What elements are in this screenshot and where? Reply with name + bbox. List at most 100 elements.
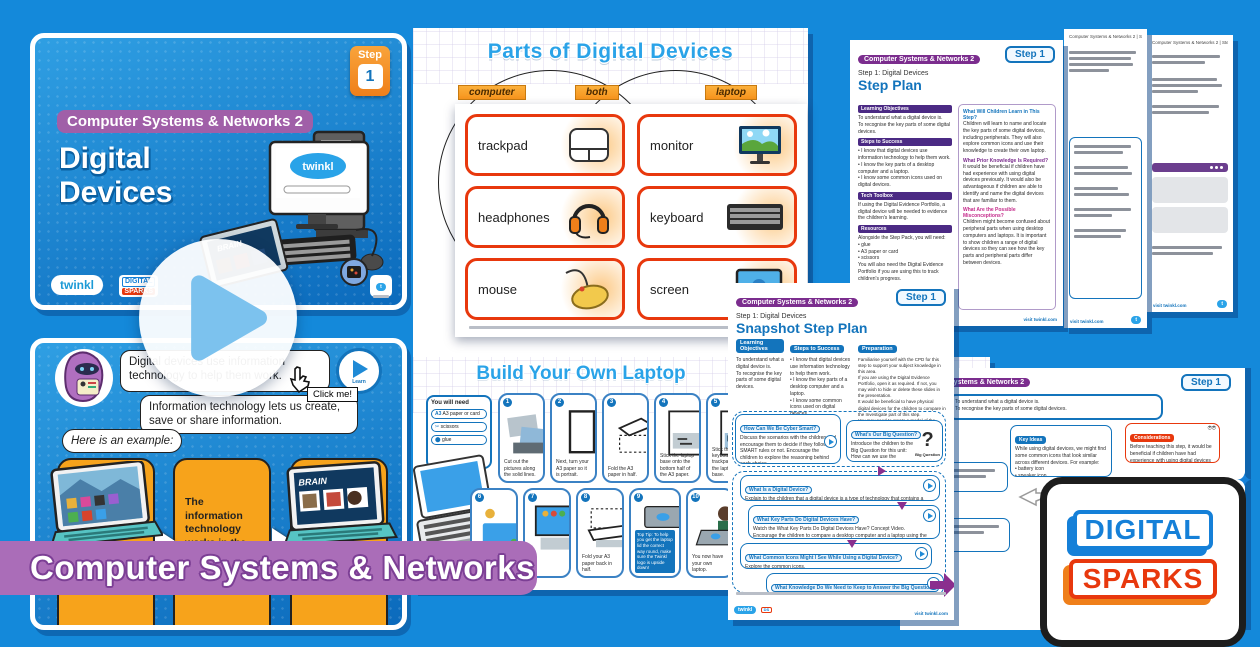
card-keyboard-label: keyboard [650, 209, 704, 225]
doc-subtitle: Step 1: Digital Devices [736, 313, 807, 320]
build-sheet-title: Build Your Own Laptop [476, 363, 686, 384]
step-1-ribbon: Step 1 [350, 46, 390, 96]
doc-title: Snapshot Step Plan [736, 320, 868, 336]
circuit-pattern [413, 28, 808, 84]
play-icon [191, 275, 267, 361]
build-step-card: 9 Stick the laptop lid onto the top of y… [629, 488, 681, 578]
step-plan-right-column: What Will Children Learn in This Step? C… [958, 104, 1056, 310]
binoculars-icon: ⌾⌾ [1207, 425, 1216, 432]
flow-arrow [897, 502, 907, 510]
flow-big-question: What's Our Big Question? Introduce the c… [846, 420, 943, 462]
scissors-icon: ✂ [435, 424, 440, 430]
card-keyboard[interactable]: keyboard [637, 186, 797, 248]
step-plan-page-1: Computer Systems & Networks 2 Step 1 Ste… [850, 40, 1063, 326]
doc-subtitle: Step 1: Digital Devices [858, 70, 929, 77]
visit-link[interactable]: visit twinkl.com [914, 611, 948, 616]
build-step-card: 2 Next, turn your A3 paper so it is port… [550, 393, 597, 483]
step-plan-page-2: Computer Systems & Networks 2 | Step 1: … [1064, 29, 1147, 328]
step-1-badge: Step 1 [1004, 46, 1055, 63]
tablet-home-illustration [49, 461, 163, 547]
venn-label-both: both [575, 85, 619, 100]
note-box [1152, 207, 1228, 233]
unit-badge: Computer Systems & Networks 2 [736, 298, 859, 307]
tablet-app-illustration: BRAIN [283, 461, 398, 546]
visit-link[interactable]: visit twinkl.com [1070, 319, 1104, 324]
venn-label-computer: computer [458, 85, 526, 100]
step-ribbon-label: Step [358, 49, 382, 61]
sorting-cards-panel: trackpad monitor headphones keyboard [455, 104, 807, 337]
unit-badge: Computer Systems & Networks 2 [858, 55, 981, 64]
flow-arrow [878, 466, 886, 476]
build-step-card: 3 Fold the A3 paper in half. [602, 393, 649, 483]
build-step-card: 7 [523, 488, 571, 578]
step-ribbon-number: 1 [357, 64, 383, 89]
snapshot-footnote [736, 592, 946, 595]
twinkl-logo-small: twinkl [734, 606, 757, 614]
snapshot-col-steps: Steps to Success • I know that digital d… [790, 345, 851, 417]
flow-arrow [847, 540, 857, 548]
learn-icon[interactable]: Learn [336, 348, 382, 394]
speech-bubble-2: Information technology lets us create, s… [140, 395, 358, 434]
card-trackpad[interactable]: trackpad [465, 114, 625, 176]
objectives-box: To understand what a digital device is. … [948, 394, 1163, 420]
banner-title: Computer Systems & Networks [30, 549, 535, 586]
speech-bubble-3: Here is an example: [62, 429, 183, 454]
resource-banner: Computer Systems & Networks [0, 541, 537, 595]
step-1-badge: Step 1 [1180, 374, 1231, 391]
flow-key-parts: What Key Parts Do Digital Devices Have? … [748, 505, 940, 539]
flow-row-1-wrap [732, 411, 946, 467]
smartwatch [340, 258, 368, 286]
card-screen-label: screen [650, 281, 690, 297]
flow-knowledge: What Knowledge Do We Need to Keep to Ans… [766, 573, 944, 595]
card-mouse[interactable]: mouse [465, 258, 625, 320]
card-monitor[interactable]: monitor [637, 114, 797, 176]
twinkl-logo: twinkl [51, 275, 104, 295]
keyboard-icon [727, 204, 783, 230]
svg-text:twinkl: twinkl [302, 161, 333, 173]
sparks-logo-digital: DIGITAL [1072, 510, 1214, 550]
mouse-icon [565, 269, 609, 310]
cyber-smart-icon [824, 435, 837, 448]
key-ideas-box: Key Ideas While using digital devices, w… [1010, 425, 1112, 477]
card-headphones[interactable]: headphones [465, 186, 625, 248]
digital-sparks-card: DIGITAL ✦ SPARKS [1040, 470, 1253, 647]
visit-link[interactable]: visit twinkl.com [1023, 317, 1057, 322]
flow-cyber-smart: How Can We Be Cyber Smart? Discuss the s… [735, 414, 841, 464]
card-trackpad-label: trackpad [478, 137, 528, 153]
doc-title: Step Plan [858, 77, 922, 93]
snapshot-step-plan: Computer Systems & Networks 2 Step 1 Ste… [728, 283, 954, 620]
step-1-badge: Step 1 [895, 289, 946, 306]
snapshot-col-objectives: Learning Objectives To understand what a… [736, 339, 784, 390]
step-plan-page-3: Computer Systems & Networks 2 | Step 1: … [1147, 35, 1233, 312]
monitor-icon [739, 126, 781, 164]
flow-common-icons: What Common Icons Might I See While Usin… [740, 543, 932, 569]
card-headphones-label: headphones [478, 209, 550, 225]
trackpad-icon [569, 128, 609, 162]
flow-digital-device: What Is a Digital Device? Explain to the… [740, 475, 940, 501]
card-mouse-label: mouse [478, 281, 518, 297]
twinkl-logo-small: t [1131, 316, 1141, 324]
parts-sheet-title: Parts of Digital Devices [487, 40, 734, 63]
spark-icon: ✦ [1236, 470, 1253, 492]
big-purple-arrow [930, 573, 954, 597]
player-bar [1152, 163, 1228, 172]
unit-badge: Computer Systems & Networks 2 [908, 378, 1031, 387]
build-step-card: 1 Cut out the pictures along the solid l… [498, 393, 545, 483]
hand-cursor-icon [289, 366, 310, 394]
twinkl-logo-small: t [1217, 300, 1227, 308]
visit-link[interactable]: visit twinkl.com [1153, 303, 1187, 308]
title-slide: Step 1 Computer Systems & Networks 2 Dig… [30, 33, 407, 310]
headphones-icon [569, 204, 609, 239]
considerations-box: Considerations ⌾⌾ Before teaching this s… [1125, 423, 1220, 463]
build-step-card: 10 You now have your own laptop. [686, 488, 734, 578]
click-me-label[interactable]: Click me! [307, 387, 359, 402]
slide-title: Digital Devices [59, 142, 173, 209]
twinkl-quality-badge: t [370, 275, 392, 298]
big-question-graphic: ? Big Question [915, 429, 940, 457]
top-tip: Top Tip: To help you get the laptop lid … [635, 529, 675, 573]
sparks-logo-sparks: SPARKS [1068, 559, 1218, 599]
robot-character [55, 349, 113, 407]
cards-footnote [469, 326, 793, 329]
sparks-logo-small: DS [760, 607, 773, 614]
video-play-button[interactable] [139, 239, 297, 397]
